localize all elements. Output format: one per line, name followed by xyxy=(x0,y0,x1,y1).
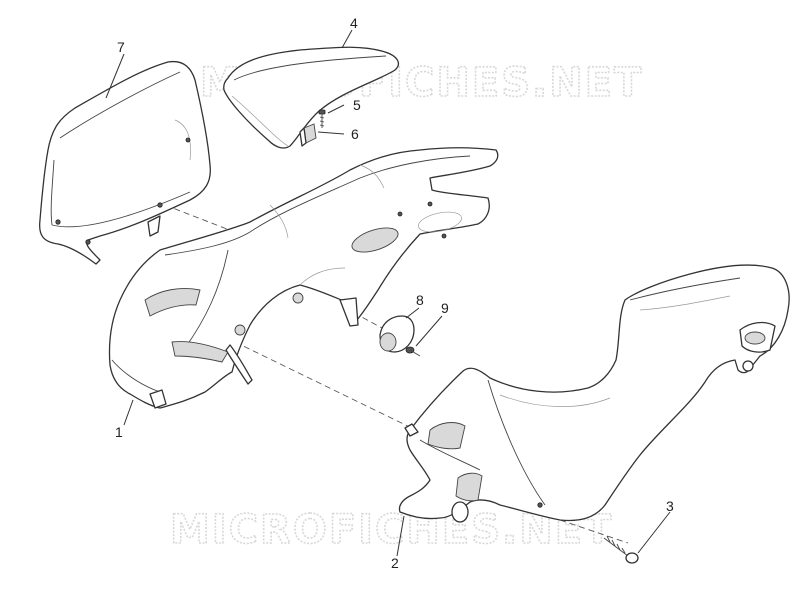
label-6: 6 xyxy=(351,126,359,142)
part-4-top-cover xyxy=(223,46,399,149)
label-8: 8 xyxy=(416,292,424,308)
callout-labels: 7 4 5 6 8 9 1 2 3 xyxy=(115,15,674,571)
label-3: 3 xyxy=(666,498,674,514)
part-9-screw xyxy=(405,346,421,357)
label-5: 5 xyxy=(353,97,361,113)
part-8-cap xyxy=(379,315,415,353)
part-7-windshield xyxy=(38,60,211,265)
part-3-long-screw xyxy=(603,535,639,564)
part-5-screw xyxy=(318,109,326,128)
part-1-rear-cover xyxy=(108,147,499,409)
leader-lines xyxy=(105,29,671,557)
label-2: 2 xyxy=(391,555,399,571)
part-6-clip xyxy=(299,123,317,147)
label-1: 1 xyxy=(115,424,123,440)
label-9: 9 xyxy=(441,300,449,316)
label-7: 7 xyxy=(117,39,125,55)
label-4: 4 xyxy=(350,15,358,31)
part-2-front-cover xyxy=(398,264,790,523)
